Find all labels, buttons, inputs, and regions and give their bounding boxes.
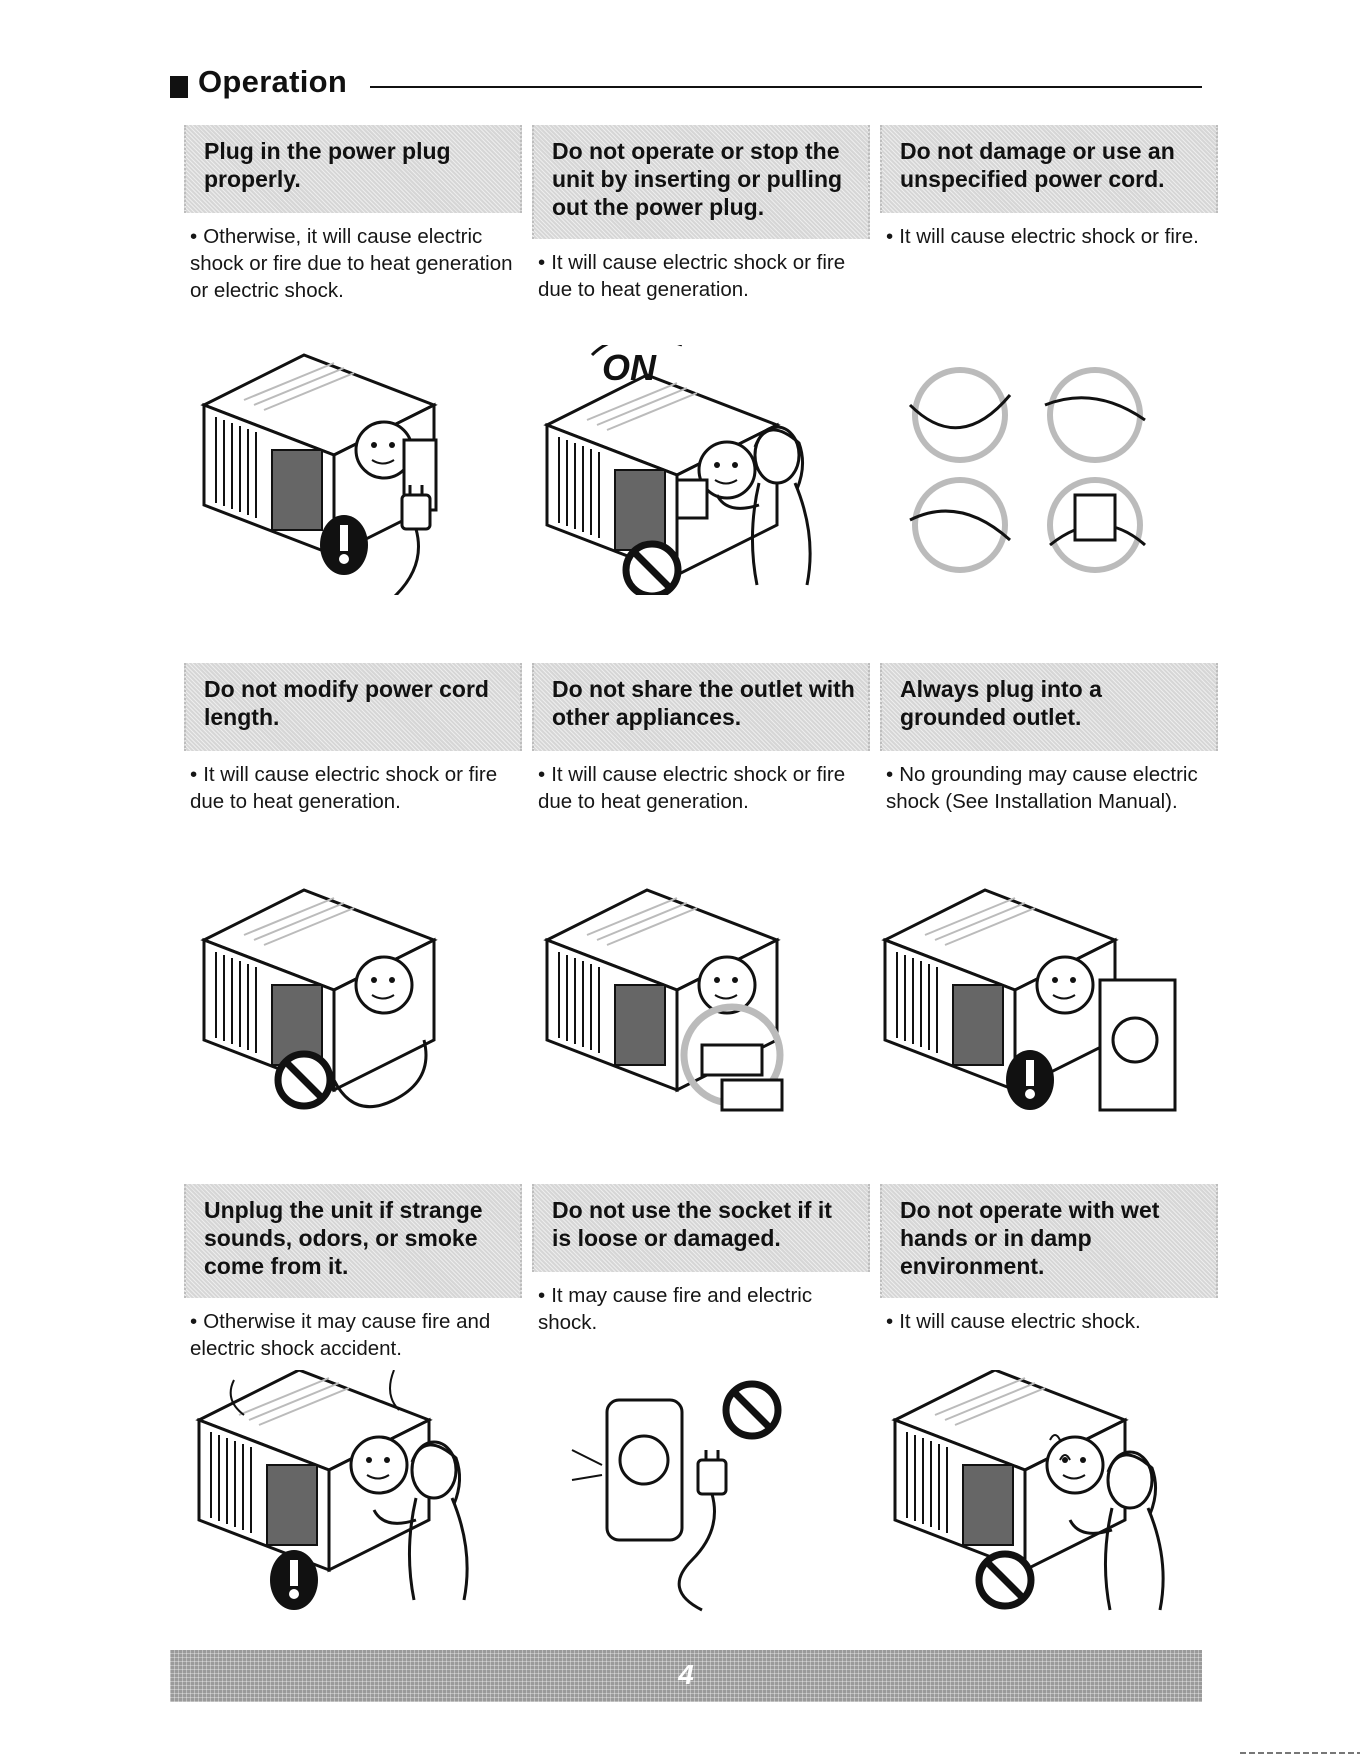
illustration-damaged-cord — [880, 345, 1218, 595]
warning-banner: Do not operate with wet hands or in damp… — [880, 1184, 1218, 1298]
warning-description: •It will cause electric shock or fire du… — [538, 251, 846, 301]
warning-cell-8: Do not use the socket if it is loose or … — [532, 1184, 870, 1336]
warning-cell-9: Do not operate with wet hands or in damp… — [880, 1184, 1218, 1335]
page-number: 4 — [678, 1659, 694, 1690]
warning-banner: Always plug into a grounded outlet. — [880, 663, 1218, 751]
warning-cell-5: Do not share the outlet with other appli… — [532, 663, 870, 815]
illustration-on-off: ON — [532, 335, 870, 595]
section-title: Operation — [198, 64, 348, 99]
prohibition-icon — [979, 1554, 1031, 1606]
warning-cell-4: Do not modify power cord length. •It wil… — [184, 663, 522, 815]
prohibition-icon — [726, 1384, 778, 1436]
prohibition-icon — [626, 544, 678, 595]
warning-cell-3: Do not damage or use an unspecified powe… — [880, 125, 1218, 250]
illustration-strange-sounds — [184, 1368, 522, 1620]
on-callout: ON — [602, 347, 657, 388]
section-header: Operation — [170, 62, 1202, 110]
warning-cell-1: Plug in the power plug properly. •Otherw… — [184, 125, 522, 304]
illustration-grounded-outlet — [880, 880, 1218, 1130]
warning-banner: Do not use the socket if it is loose or … — [532, 1184, 870, 1272]
bottom-rule — [1240, 1752, 1360, 1754]
warning-banner: Do not modify power cord length. — [184, 663, 522, 751]
warning-description: •No grounding may cause electric shock (… — [886, 763, 1198, 813]
warning-description: •Otherwise, it will cause electric shock… — [190, 225, 513, 302]
warning-description: •It may cause fire and electric shock. — [538, 1284, 813, 1334]
warning-banner: Unplug the unit if strange sounds, odors… — [184, 1184, 522, 1298]
header-square-icon — [170, 76, 188, 98]
warning-description: •It will cause electric shock or fire du… — [190, 763, 498, 813]
warning-description: •It will cause electric shock. — [886, 1310, 1141, 1333]
warning-description: •Otherwise it may cause fire and electri… — [190, 1310, 491, 1360]
illustration-loose-socket — [532, 1370, 870, 1620]
header-rule — [370, 86, 1202, 88]
warning-description: •It will cause electric shock or fire du… — [538, 763, 846, 813]
exclamation-icon — [320, 515, 368, 575]
warning-cell-7: Unplug the unit if strange sounds, odors… — [184, 1184, 522, 1362]
illustration-shared-outlet — [532, 880, 870, 1130]
page-footer: 4 — [170, 1650, 1202, 1702]
warning-cell-6: Always plug into a grounded outlet. •No … — [880, 663, 1218, 815]
warning-description: •It will cause electric shock or fire. — [886, 225, 1199, 248]
warning-cell-2: Do not operate or stop the unit by inser… — [532, 125, 870, 303]
illustration-plug-in — [184, 345, 522, 647]
prohibition-icon — [278, 1054, 330, 1106]
warning-banner: Do not damage or use an unspecified powe… — [880, 125, 1218, 213]
warning-banner: Plug in the power plug properly. — [184, 125, 522, 213]
exclamation-icon — [1006, 1050, 1054, 1110]
illustration-wet-hands — [880, 1368, 1218, 1620]
exclamation-icon — [270, 1550, 318, 1610]
warning-banner: Do not share the outlet with other appli… — [532, 663, 870, 751]
warning-banner: Do not operate or stop the unit by inser… — [532, 125, 870, 239]
illustration-modify-cord — [184, 880, 522, 1130]
